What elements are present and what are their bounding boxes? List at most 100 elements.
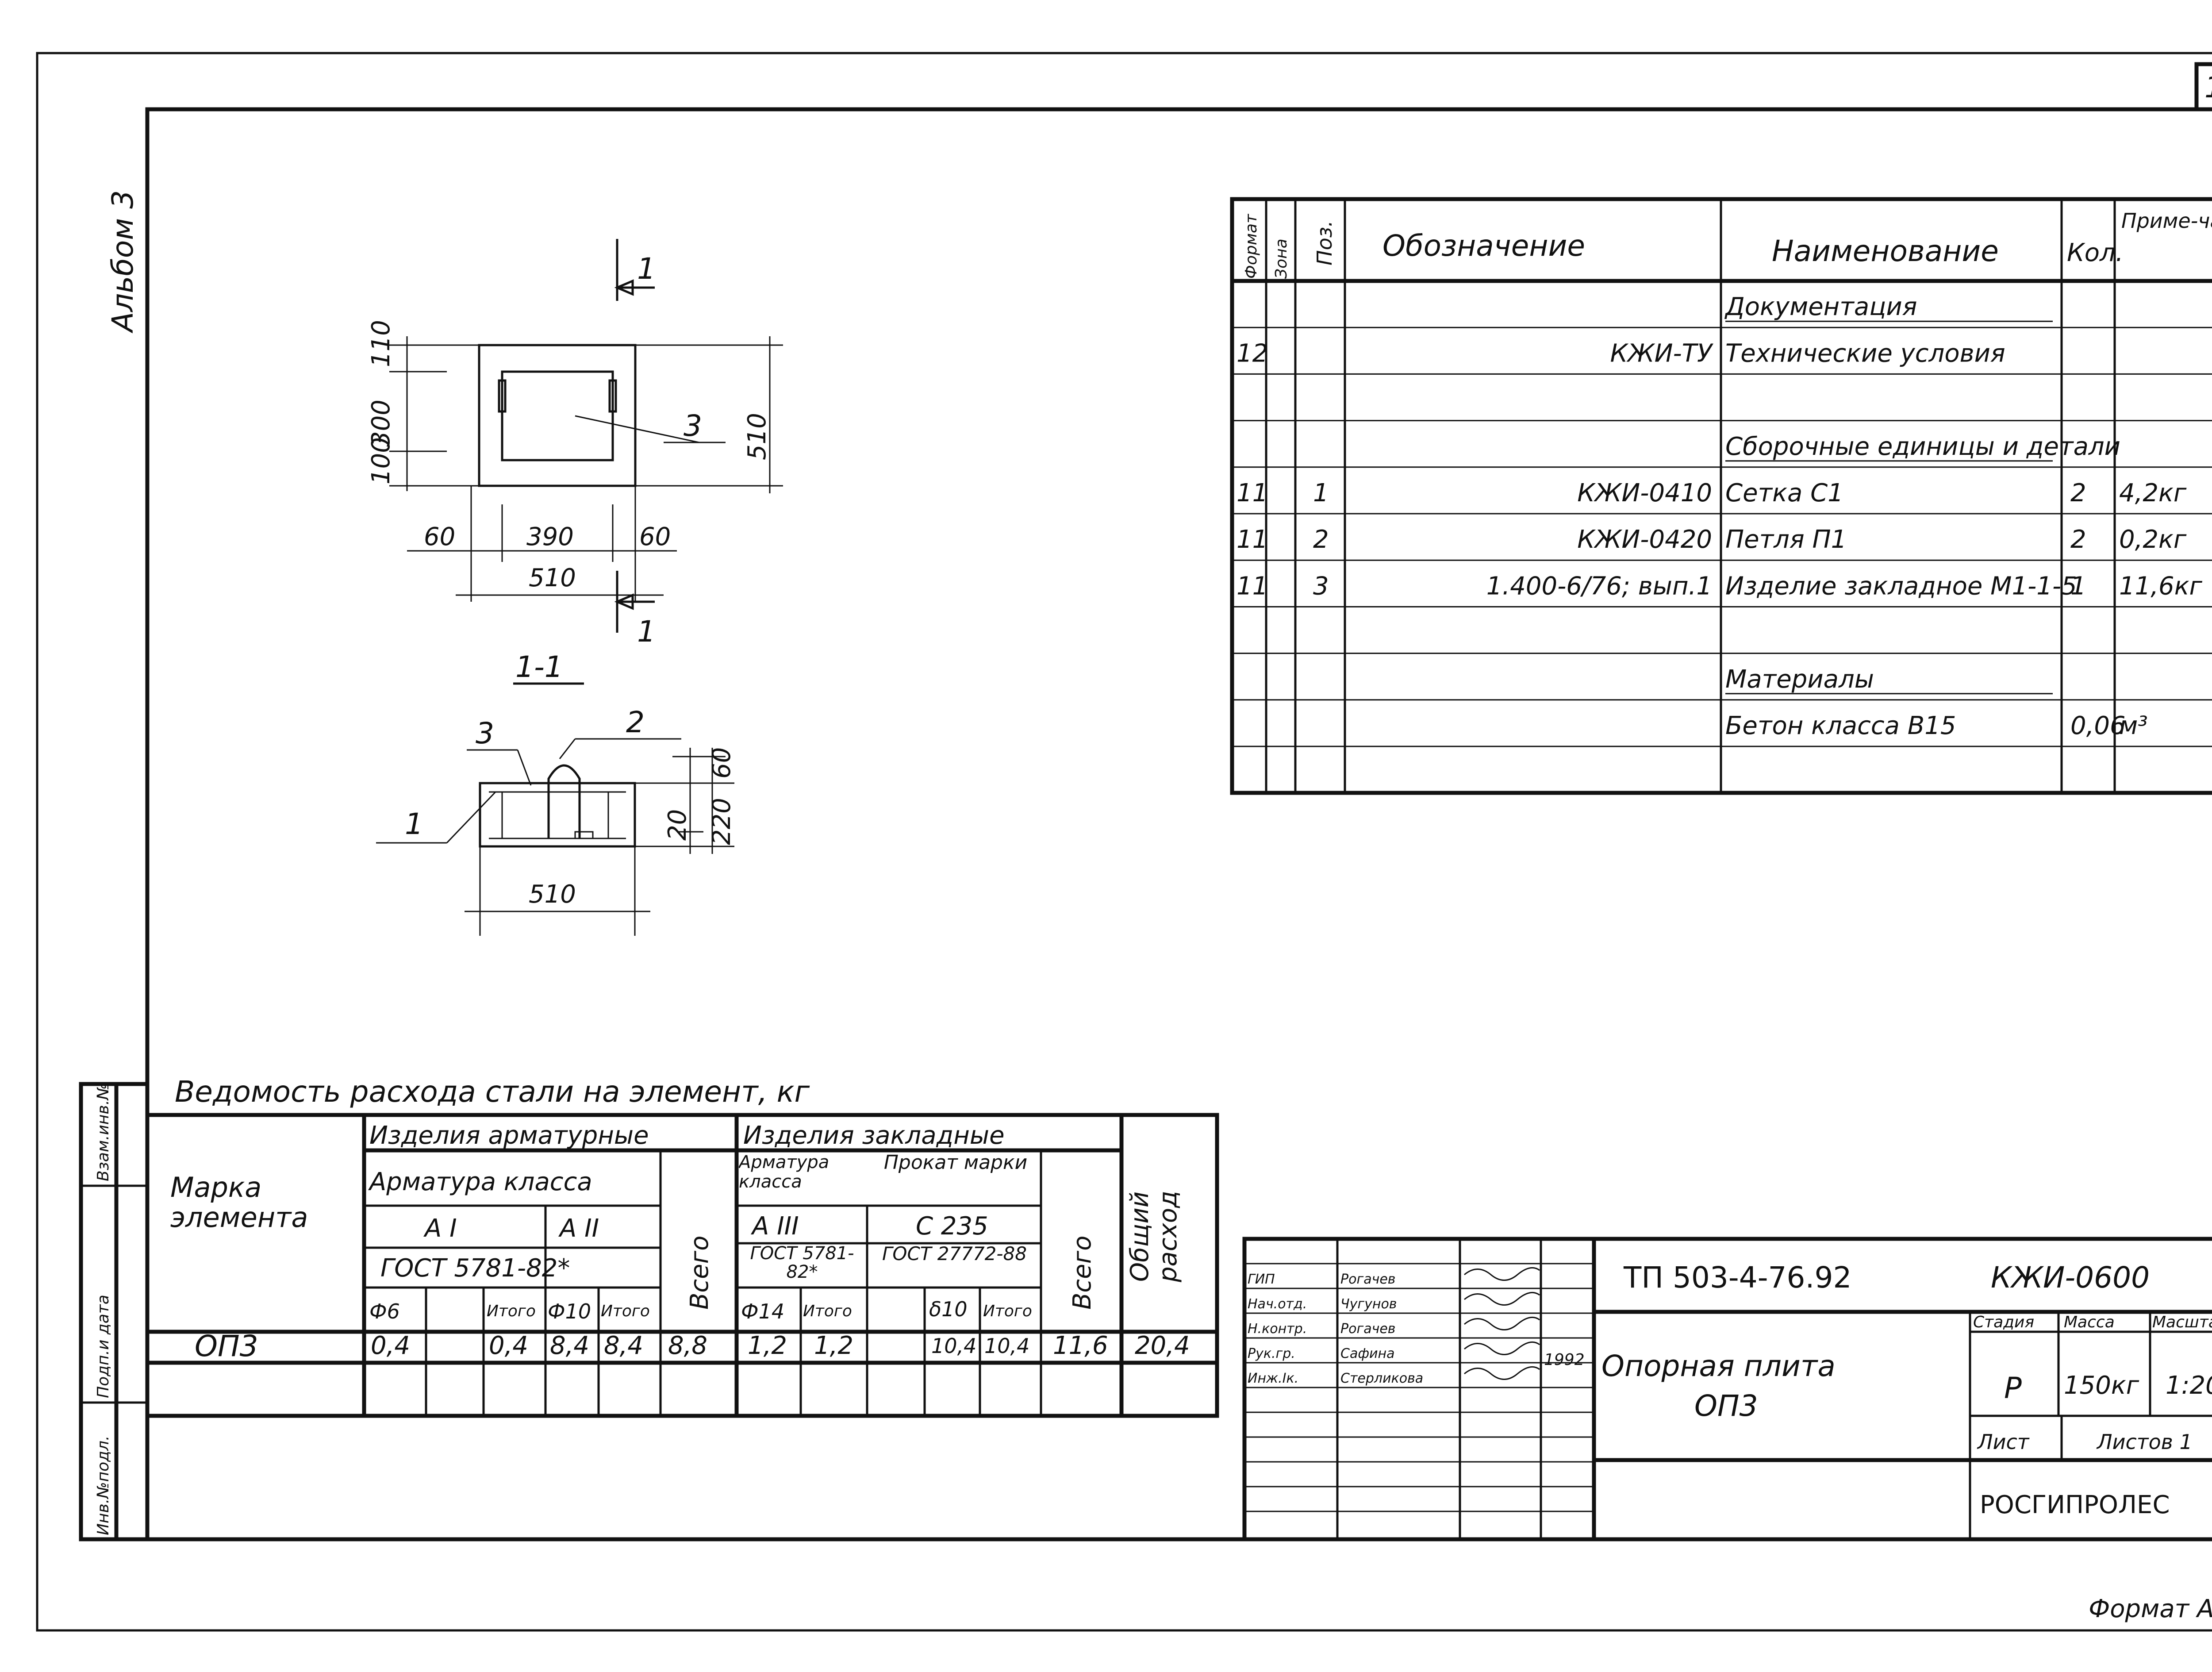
spec-cell-name: Бетон класса В15 xyxy=(1725,711,1956,740)
format-label: Формат А3 xyxy=(2089,1595,2212,1623)
dim-510-vertical: 510 xyxy=(743,413,772,460)
title-scale-label: Масштаб xyxy=(2152,1313,2212,1331)
steel-row-f6: 0,4 xyxy=(371,1331,410,1360)
title-product-mark: ОП3 xyxy=(1694,1389,1758,1423)
steel-row-mark: ОП3 xyxy=(195,1329,258,1363)
spec-cell-note: 11,6кг xyxy=(2119,572,2203,600)
signer-name: Рогачев xyxy=(1340,1272,1395,1287)
title-block: ТП 503-4-76.92 КЖИ-0600 Опорная плита ОП… xyxy=(1242,1237,2212,1541)
dim-60-right: 60 xyxy=(639,523,671,551)
plate-outline xyxy=(478,344,637,487)
spec-cell-qty: 2 xyxy=(2070,479,2086,507)
spec-cell-name: Материалы xyxy=(1725,665,1874,694)
signer-name: Рогачев xyxy=(1340,1321,1395,1337)
title-mass: 150кг xyxy=(2064,1371,2139,1400)
spec-cell-designation: КЖИ-0410 xyxy=(1577,479,1712,507)
album-label: Альбом 3 xyxy=(106,190,140,334)
signature-mark xyxy=(1464,1366,1540,1380)
title-scale: 1:20 xyxy=(2166,1371,2212,1400)
title-year: 1992 xyxy=(1544,1351,1585,1369)
spec-cell-format: 12 xyxy=(1237,339,1268,368)
spec-cell-format: 11 xyxy=(1237,525,1268,554)
steel-row-f10: 8,4 xyxy=(550,1331,589,1360)
steel-sub-f6: Ф6 xyxy=(369,1299,400,1323)
steel-h-gost1: ГОСТ 5781-82* xyxy=(380,1254,570,1283)
signature-mark xyxy=(1464,1316,1540,1330)
signer-role: Н.контр. xyxy=(1248,1321,1307,1337)
spec-cell-designation: КЖИ-0420 xyxy=(1577,525,1712,554)
svg-text:1-1: 1-1 xyxy=(515,650,563,684)
spec-cell-qty: 1 xyxy=(2070,572,2086,600)
steel-h-c235: С 235 xyxy=(916,1212,988,1241)
signer-name: Сафина xyxy=(1340,1346,1394,1361)
steel-h-arm-class: Арматура класса xyxy=(368,1168,592,1196)
spec-h-qty: Кол. xyxy=(2067,238,2124,267)
side-stamp-replace: Взам.инв.№ xyxy=(94,1083,112,1181)
sheet-number-box: 10 xyxy=(2194,62,2212,111)
section-outline xyxy=(479,782,636,848)
section-pos-1: 1 xyxy=(405,807,423,841)
steel-sub-sum4: Итого xyxy=(983,1302,1032,1320)
spec-cell-designation: 1.400-6/76; вып.1 xyxy=(1486,572,1712,600)
steel-table: Марка элемента Изделия арматурные Армату… xyxy=(145,1113,1219,1418)
signature-mark xyxy=(1464,1341,1540,1355)
spec-cell-pos: 2 xyxy=(1313,525,1329,554)
steel-row-f14: 1,2 xyxy=(748,1331,787,1360)
steel-h-a3: А III xyxy=(751,1212,799,1241)
dim-60-section: 60 xyxy=(707,747,736,779)
steel-sub-sum3: Итого xyxy=(803,1302,852,1320)
title-org: РОСГИПРОЛЕС xyxy=(1980,1491,2170,1519)
spec-h-format: Формат xyxy=(1242,214,1260,279)
spec-h-note: Приме-чание xyxy=(2121,209,2212,233)
steel-row-overall: 20,4 xyxy=(1135,1331,1190,1360)
signer-name: Чугунов xyxy=(1340,1296,1397,1312)
spec-cell-note: 0,2кг xyxy=(2119,525,2187,554)
signer-role: Рук.гр. xyxy=(1248,1346,1295,1361)
steel-h-prokat: Прокат марки xyxy=(883,1153,1028,1174)
steel-sub-sum1: Итого xyxy=(487,1302,536,1320)
steel-row-total1: 8,8 xyxy=(668,1331,707,1360)
signer-name: Стерликова xyxy=(1340,1371,1423,1386)
signer-role: ГИП xyxy=(1248,1272,1275,1287)
signer-role: Инж.Iк. xyxy=(1248,1371,1298,1386)
section-pos-3: 3 xyxy=(476,716,494,750)
spec-cell-format: 11 xyxy=(1237,479,1268,507)
side-stamp-sign-date: Подп.и дата xyxy=(94,1295,112,1398)
spec-cell-name: Документация xyxy=(1724,292,1917,321)
steel-row-d10: 10,4 xyxy=(931,1334,976,1358)
dim-390: 390 xyxy=(526,523,574,551)
section-pos-2: 2 xyxy=(626,705,645,739)
spec-cell-note: 4,2кг xyxy=(2119,479,2187,507)
spec-cell-qty: 0,06 xyxy=(2070,711,2126,740)
title-mass-label: Масса xyxy=(2064,1313,2115,1331)
steel-h-gost-a3: ГОСТ 5781-82* xyxy=(750,1244,854,1282)
steel-h-group2: Изделия закладные xyxy=(743,1121,1005,1150)
spec-h-zone: Зона xyxy=(1272,238,1290,279)
cut-label-bottom: 1 xyxy=(637,615,656,649)
signer-role: Нач.отд. xyxy=(1248,1296,1307,1312)
spec-cell-format: 11 xyxy=(1237,572,1268,600)
dim-300: 300 xyxy=(367,400,396,447)
steel-sub-f14: Ф14 xyxy=(741,1299,784,1323)
steel-table-title: Ведомость расхода стали на элемент, кг xyxy=(175,1075,810,1109)
spec-cell-pos: 1 xyxy=(1313,479,1329,507)
sheet-number: 10 xyxy=(2204,70,2212,104)
steel-sub-f10: Ф10 xyxy=(548,1299,591,1323)
spec-cell-name: Изделие закладное М1-1-5 xyxy=(1725,572,2077,600)
plan-view: 3 1 1 110 300 100 510 60 390 60 xyxy=(367,239,783,649)
steel-h-total1: Всего xyxy=(685,1236,714,1310)
spec-cell-name: Сборочные единицы и детали xyxy=(1725,432,2120,461)
steel-row-sum1: 0,4 xyxy=(489,1331,528,1360)
title-kzhi: КЖИ-0600 xyxy=(1991,1261,2150,1295)
section-title: 1-1 xyxy=(513,650,584,685)
steel-row-total2: 11,6 xyxy=(1053,1331,1108,1360)
inner-frame xyxy=(145,107,2212,1541)
title-stage-label: Стадия xyxy=(1973,1313,2034,1331)
spec-cell-name: Технические условия xyxy=(1725,339,2005,368)
title-sheets-label: Листов 1 xyxy=(2096,1430,2193,1454)
steel-row-sum4: 10,4 xyxy=(984,1334,1029,1358)
steel-sub-sum2: Итого xyxy=(601,1302,650,1320)
steel-sub-d10: δ10 xyxy=(929,1297,968,1321)
dim-100: 100 xyxy=(367,437,396,484)
